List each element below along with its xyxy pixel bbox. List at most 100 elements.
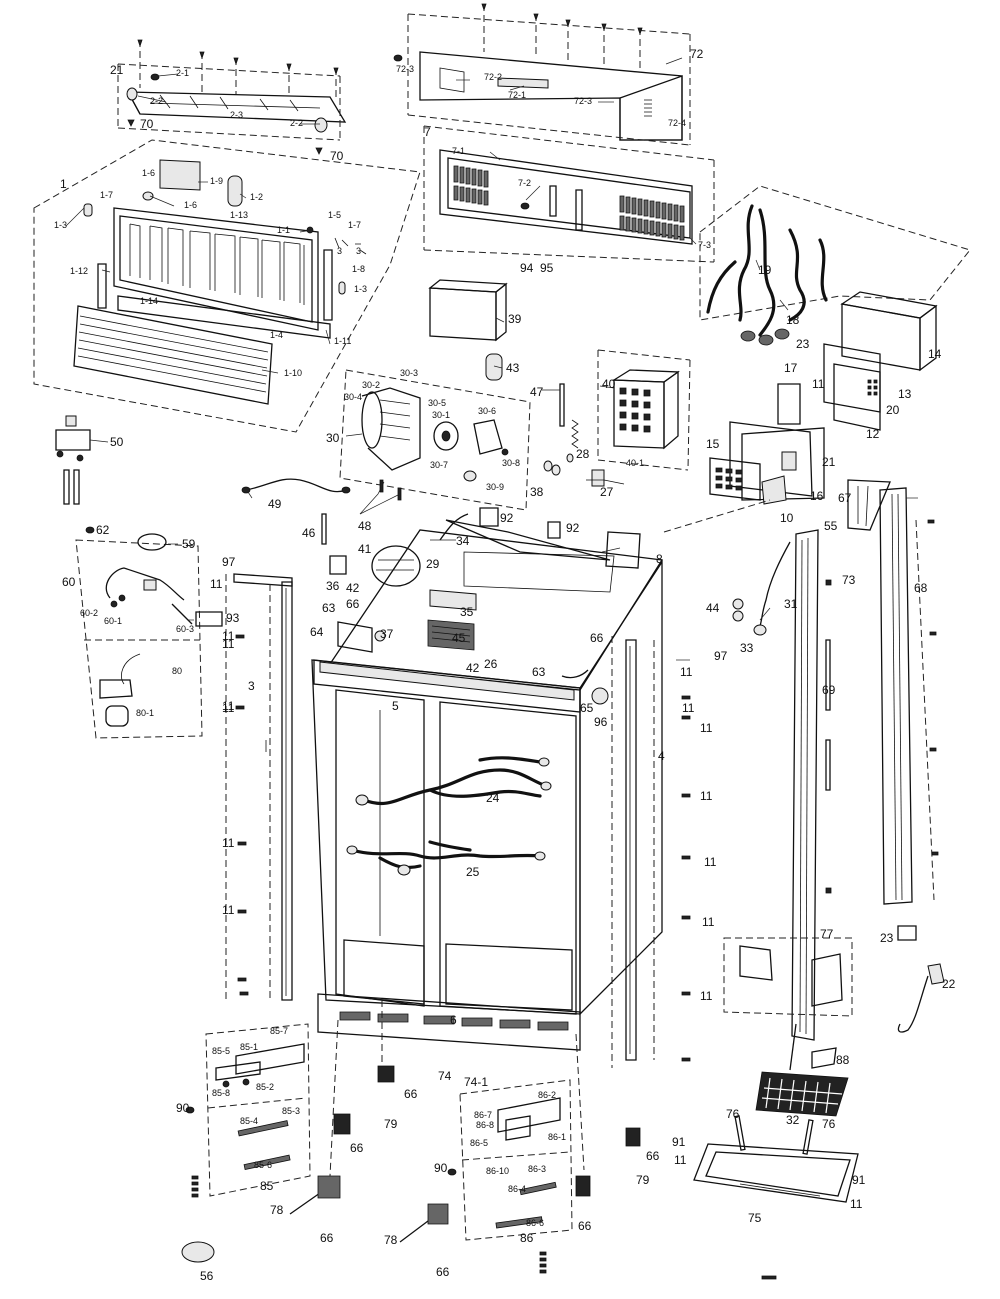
- part-label: 76: [726, 1107, 740, 1121]
- part-label: 11: [222, 903, 235, 917]
- part-label: 80: [172, 666, 182, 676]
- part-label: 64: [310, 625, 324, 639]
- part-label: 1-6: [184, 200, 197, 210]
- part-label: 41: [358, 542, 372, 556]
- part-label: 66: [320, 1231, 334, 1245]
- part-label: 11: [682, 701, 695, 715]
- part-label: 30-3: [400, 368, 418, 378]
- part-label: 10: [780, 511, 794, 525]
- part-label: 86-4: [508, 1184, 526, 1194]
- part-label: 72-3: [396, 64, 414, 74]
- part-label: 1-9: [210, 176, 223, 186]
- part-label: 86-10: [486, 1166, 509, 1176]
- part-label: 11: [700, 789, 713, 803]
- part-label: 1-5: [328, 210, 341, 220]
- control-panel-assembly: [34, 140, 420, 432]
- part-label: 72-2: [484, 72, 502, 82]
- part-label: 1-7: [348, 220, 361, 230]
- part-label: 97: [222, 555, 236, 569]
- part-label: 85-1: [240, 1042, 258, 1052]
- part-label: 8: [656, 552, 663, 566]
- part-label: 86-3: [528, 1164, 546, 1174]
- part-label: 2-2: [150, 96, 163, 106]
- ice-maker-parts-60: [76, 527, 222, 738]
- part-label: 7: [424, 125, 431, 139]
- part-label: 66: [436, 1265, 450, 1279]
- part-label: 86-7: [474, 1110, 492, 1120]
- part-label: 27: [600, 485, 614, 499]
- part-label: 11: [222, 699, 235, 713]
- part-label: 30-1: [432, 410, 450, 420]
- part-label: 86: [520, 1231, 534, 1245]
- part-label: 50: [110, 435, 124, 449]
- part-label: 19: [758, 263, 772, 277]
- part-label: 74-1: [464, 1075, 488, 1089]
- right-door-parts: [612, 480, 934, 1068]
- part-label: 80-1: [136, 708, 154, 718]
- part-label: 47: [530, 385, 544, 399]
- part-label: 17: [784, 361, 798, 375]
- part-label: 1-14: [140, 296, 158, 306]
- part-label: 78: [270, 1203, 284, 1217]
- part-label: 1-1: [277, 225, 290, 235]
- part-label: 30-4: [344, 392, 362, 402]
- part-label: 94: [520, 261, 534, 275]
- part-label: 72-3: [574, 96, 592, 106]
- part-label: 55: [824, 519, 838, 533]
- part-label: 11: [704, 855, 717, 869]
- part-label: 85-8: [212, 1088, 230, 1098]
- evaporator-parts: [430, 280, 690, 470]
- part-label: 1-13: [230, 210, 248, 220]
- part-label: 60: [62, 575, 76, 589]
- part-label: 20: [886, 403, 900, 417]
- part-label: 60-2: [80, 608, 98, 618]
- part-label: 29: [426, 557, 440, 571]
- part-label: 3: [248, 679, 255, 693]
- part-label: 86-8: [476, 1120, 494, 1130]
- part-label: 66: [590, 631, 604, 645]
- part-label: 33: [740, 641, 754, 655]
- grille-panel-7: [424, 126, 714, 262]
- part-label: 66: [404, 1087, 418, 1101]
- part-label: 42: [466, 661, 480, 675]
- part-label: 11: [700, 721, 713, 735]
- part-label: 85-3: [282, 1106, 300, 1116]
- part-label: 28: [576, 447, 590, 461]
- part-label: 86-1: [548, 1132, 566, 1142]
- part-label: 1-11: [334, 336, 351, 346]
- part-label: 11: [222, 629, 235, 643]
- screw-markers: [236, 520, 938, 1279]
- part-label: 73: [842, 573, 856, 587]
- part-label: 25: [466, 865, 480, 879]
- part-label: 85-6: [254, 1160, 272, 1170]
- casters-and-legs: [182, 1000, 640, 1262]
- part-label: 30-7: [430, 460, 448, 470]
- part-label: 67: [838, 491, 852, 505]
- part-label: 72-4: [668, 118, 686, 128]
- part-label: 11: [850, 1197, 863, 1211]
- sensor-wire-49: [242, 479, 560, 544]
- part-label: 39: [508, 312, 522, 326]
- part-label: 11: [812, 377, 825, 391]
- part-label: 66: [346, 597, 360, 611]
- part-label: 1-12: [70, 266, 88, 276]
- part-label: 11: [680, 665, 693, 679]
- part-label: 31: [784, 597, 798, 611]
- part-label: 18: [786, 313, 800, 327]
- part-label: 11: [210, 577, 223, 591]
- part-label: 11: [700, 989, 713, 1003]
- hinges-77-and-cord-22: [724, 926, 944, 1032]
- part-label: 30-8: [502, 458, 520, 468]
- part-label: 62: [96, 523, 110, 537]
- part-label: 95: [540, 261, 554, 275]
- part-label: 69: [822, 683, 836, 697]
- part-label: 12: [866, 427, 880, 441]
- part-label: 22: [942, 977, 956, 991]
- part-label: 11: [222, 836, 235, 850]
- top-bracket-assembly: [118, 40, 345, 154]
- part-label: 1-2: [250, 192, 263, 202]
- part-label: 23: [880, 931, 894, 945]
- part-label: 86-2: [538, 1090, 556, 1100]
